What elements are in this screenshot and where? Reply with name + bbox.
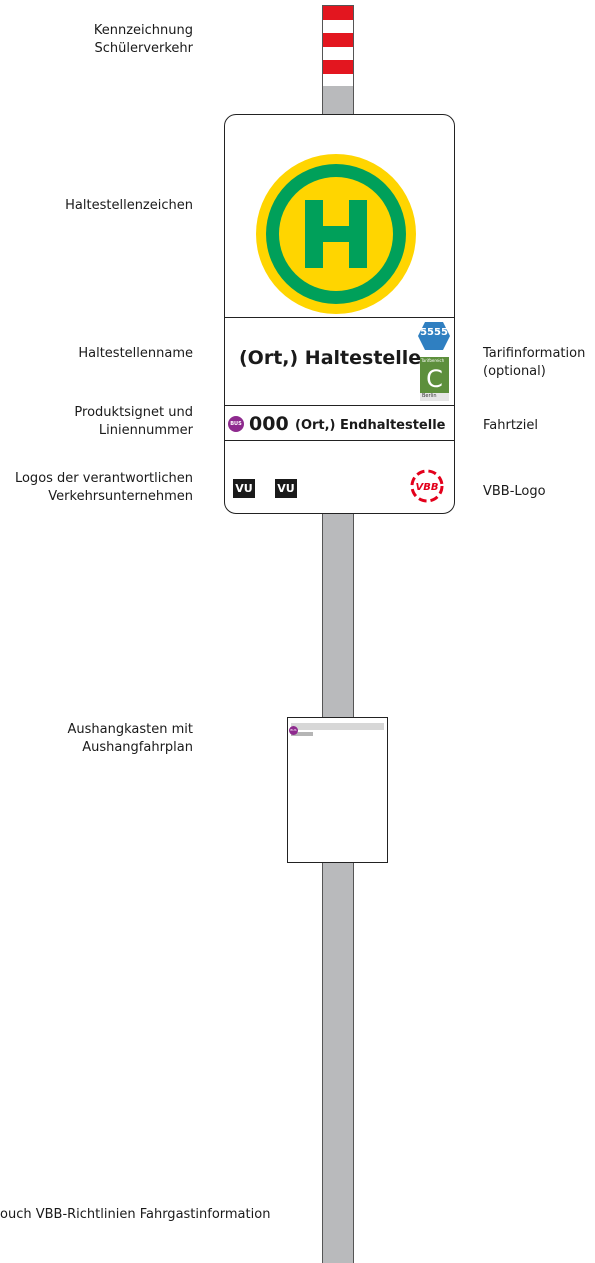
stop-sign-panel: (Ort,) Haltestelle 5555 Tarifbereich C B… xyxy=(224,114,455,514)
label-stop-sign: Haltestellenzeichen xyxy=(65,198,193,213)
stop-sign-h-icon xyxy=(256,154,416,314)
tariff-hexagon-icon: 5555 xyxy=(417,321,451,351)
bus-product-icon: BUS xyxy=(228,416,244,432)
tariff-zone-letter: C xyxy=(426,365,443,393)
label-school-marking: Kennzeichnung Schülerverkehr xyxy=(93,23,193,56)
tariff-zone-title: Tarifbereich xyxy=(421,358,445,363)
vbb-logo-text: VBB xyxy=(416,482,439,493)
operator-logo-1: VU xyxy=(233,479,255,498)
label-tariff-info: Tarifinformation (optional) xyxy=(483,346,586,379)
timetable-bus-icon: BUS xyxy=(289,726,298,735)
destination: (Ort,) Endhaltestelle xyxy=(295,418,446,433)
line-number: 000 xyxy=(249,413,289,435)
timetable-box: BUS xyxy=(287,717,388,863)
vbb-logo-icon: VBB xyxy=(409,468,445,504)
pole-top xyxy=(322,86,354,116)
operator-logo-2: VU xyxy=(275,479,297,498)
pole-middle xyxy=(322,512,354,719)
label-destination: Fahrtziel xyxy=(483,418,538,433)
label-product-line: Produktsignet und Liniennummer xyxy=(74,405,193,438)
pole-bottom xyxy=(322,862,354,1263)
stop-name: (Ort,) Haltestelle xyxy=(239,347,422,369)
tariff-zone-city: Berlin xyxy=(422,393,437,399)
label-footer: ouch VBB-Richtlinien Fahrgastinformation xyxy=(0,1207,271,1222)
label-timetable-box: Aushangkasten mit Aushangfahrplan xyxy=(67,722,193,755)
tariff-zone-badge: Tarifbereich C Berlin xyxy=(420,357,449,401)
tariff-number: 5555 xyxy=(420,327,448,338)
label-stop-name: Haltestellenname xyxy=(78,346,193,361)
label-operator-logos: Logos der verantwortlichen Verkehrsunter… xyxy=(14,471,193,504)
label-vbb-logo: VBB-Logo xyxy=(483,484,546,499)
